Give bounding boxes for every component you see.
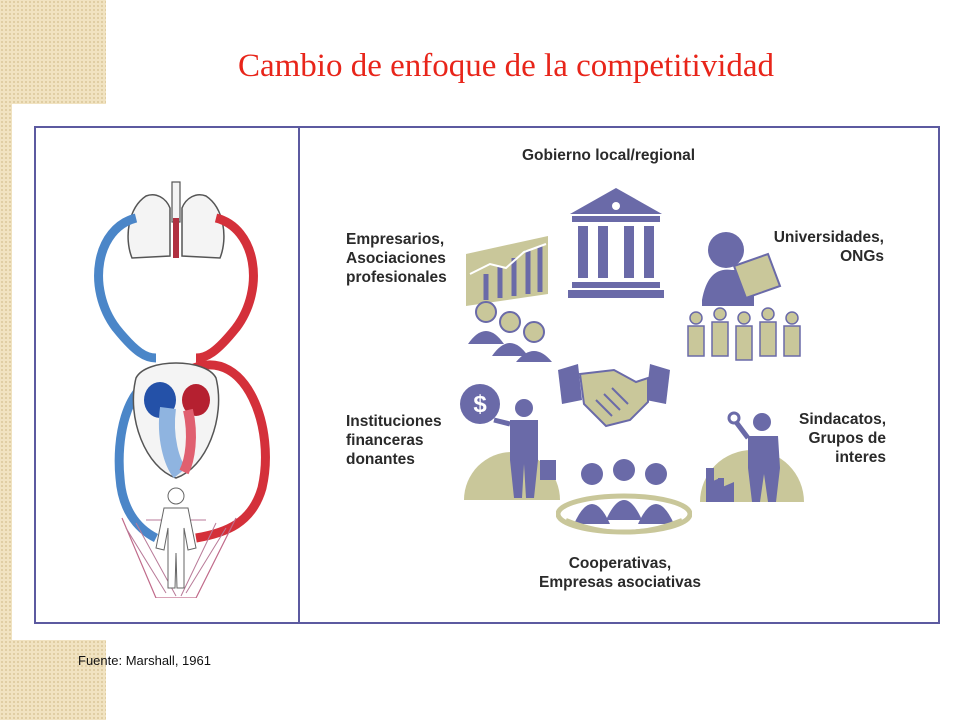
label-sindicatos: Sindacatos, Grupos de interes	[778, 410, 886, 467]
university-audience-icon	[687, 232, 801, 361]
page-title: Cambio de enfoque de la competitividad	[237, 48, 775, 84]
diagram-frame: Gobierno local/regional Empresarios, Aso…	[34, 126, 940, 624]
label-cooperativas: Cooperativas, Empresas asociativas	[530, 554, 710, 592]
label-empresarios-line-2: Asociaciones	[346, 250, 446, 267]
panel-divider	[298, 128, 300, 622]
cooperative-group-icon	[556, 459, 692, 535]
label-empresarios-line-3: profesionales	[346, 269, 447, 286]
label-instituciones-line-2: financeras	[346, 432, 424, 449]
label-cooperativas-line-1: Cooperativas,	[568, 555, 672, 572]
label-instituciones-line-3: donantes	[346, 451, 415, 468]
heart-icon	[132, 362, 220, 479]
government-building-icon	[568, 188, 664, 298]
label-instituciones: Instituciones financeras donantes	[346, 412, 442, 469]
handshake-icon	[558, 364, 670, 428]
label-universidades-line-1: Universidades,	[773, 229, 884, 246]
label-empresarios: Empresarios, Asociaciones profesionales	[346, 230, 447, 287]
figure-panel: Gobierno local/regional Empresarios, Aso…	[12, 104, 954, 640]
label-instituciones-line-1: Instituciones	[346, 413, 442, 430]
money-bag-finance-icon: $	[460, 384, 560, 500]
label-gobierno: Gobierno local/regional	[522, 147, 696, 164]
label-sindicatos-line-2: Grupos de	[808, 430, 886, 447]
label-sindicatos-line-3: interes	[835, 449, 886, 466]
lungs-icon	[127, 181, 225, 259]
label-sindicatos-line-1: Sindacatos,	[799, 411, 886, 428]
label-universidades-line-2: ONGs	[840, 248, 884, 265]
label-universidades: Universidades, ONGs	[764, 228, 884, 266]
business-people-chart-icon	[466, 236, 552, 362]
svg-text:$: $	[473, 391, 487, 418]
worker-industry-icon	[700, 411, 804, 502]
circulatory-system-illustration	[94, 181, 270, 598]
label-cooperativas-line-2: Empresas asociativas	[539, 574, 701, 591]
source-citation: Fuente: Marshall, 1961	[78, 653, 211, 668]
label-empresarios-line-1: Empresarios,	[346, 231, 445, 248]
human-body-icon	[155, 487, 197, 589]
